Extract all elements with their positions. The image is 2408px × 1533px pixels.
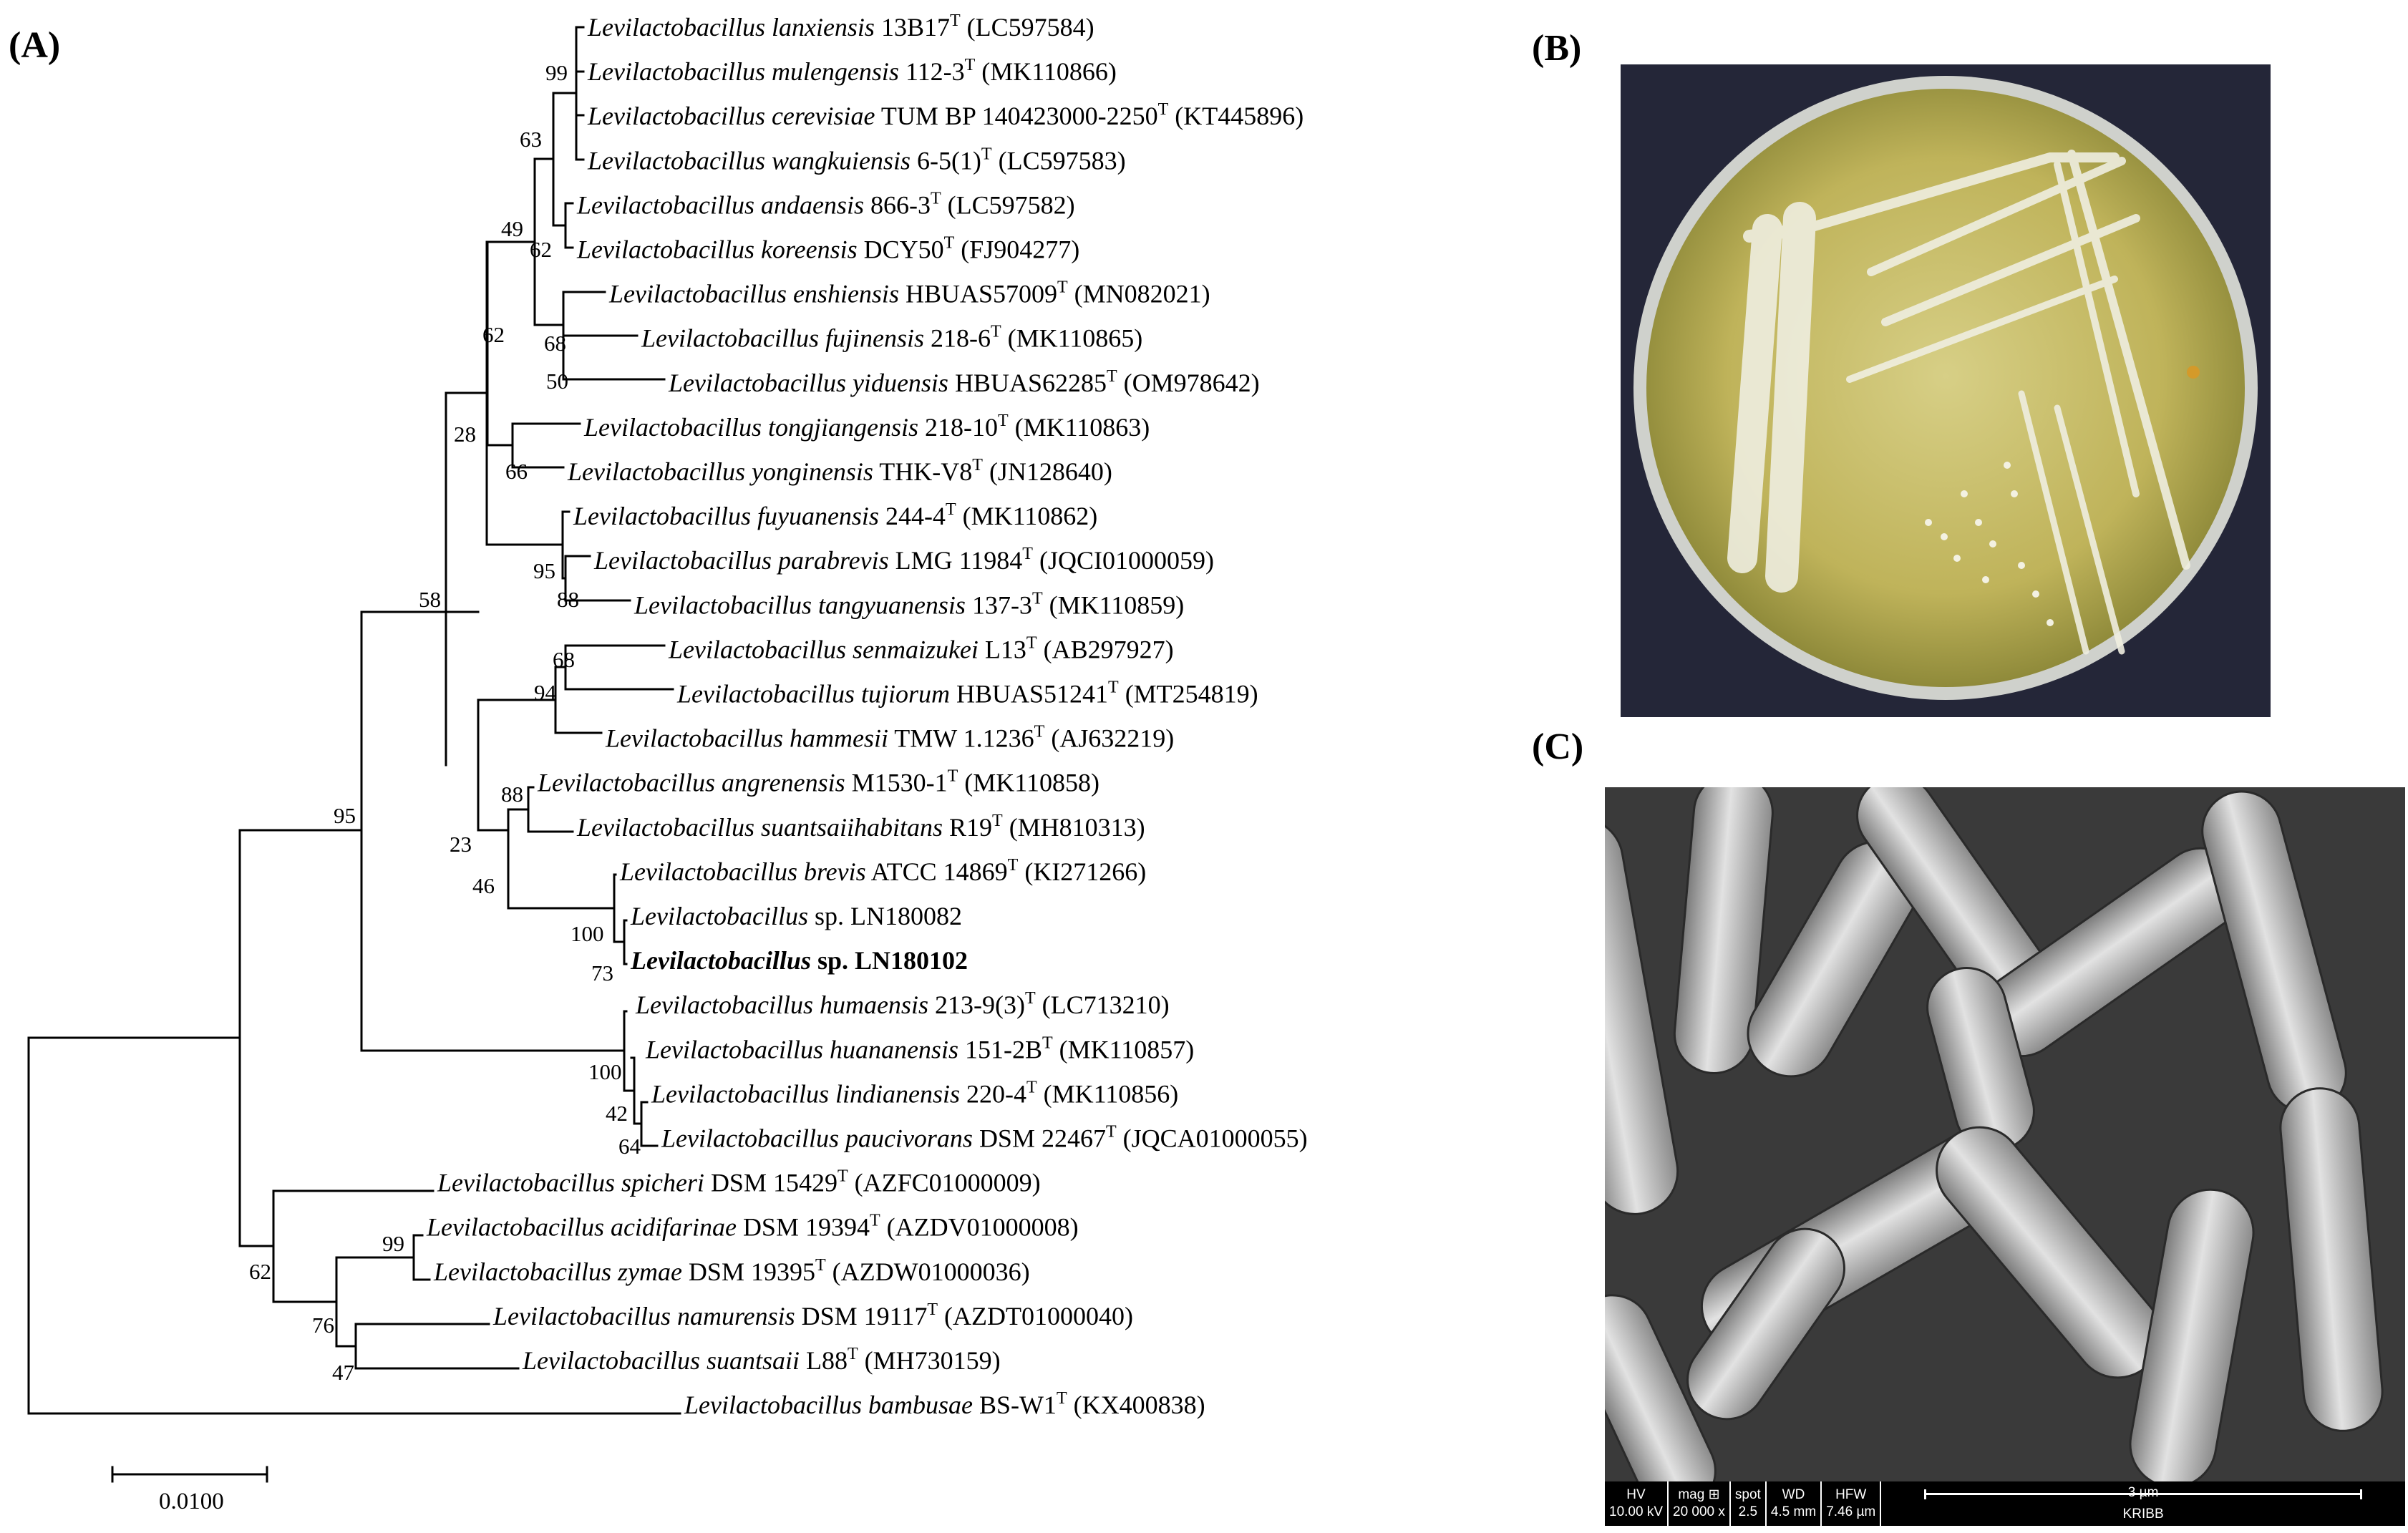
- taxon-label: Levilactobacillus tangyuanensis 137-3T (…: [633, 589, 1184, 619]
- taxon-label: Levilactobacillus lanxiensis 13B17T (LC5…: [587, 11, 1094, 42]
- bootstrap-value: 50: [546, 369, 568, 394]
- taxon-label: Levilactobacillus wangkuiensis 6-5(1)T (…: [587, 145, 1126, 175]
- bootstrap-value: 49: [501, 216, 523, 241]
- bootstrap-value: 47: [332, 1360, 354, 1385]
- bootstrap-value: 62: [249, 1259, 271, 1284]
- bootstrap-value: 95: [533, 558, 555, 583]
- bootstrap-value: 46: [472, 873, 495, 898]
- taxon-label: Levilactobacillus tongjiangensis 218-10T…: [583, 412, 1150, 442]
- taxon-label: Levilactobacillus acidifarinae DSM 19394…: [426, 1212, 1079, 1242]
- tree-branches: [27, 26, 681, 1415]
- bootstrap-value: 58: [419, 587, 441, 612]
- bootstrap-value: 76: [312, 1313, 334, 1338]
- bootstrap-value: 94: [534, 680, 557, 705]
- sem-wd: WD 4.5 mm: [1767, 1481, 1822, 1526]
- taxon-label: Levilactobacillus fujinensis 218-6T (MK1…: [641, 323, 1142, 353]
- sem-info-bar: HV 10.00 kV mag ⊞ 20 000 x spot 2.5 WD 4…: [1605, 1481, 2405, 1526]
- bootstrap-value: 99: [382, 1231, 404, 1256]
- bootstrap-value: 62: [530, 237, 552, 262]
- agar-plate-photo: [1621, 64, 2271, 717]
- scale-bar: [111, 1466, 268, 1483]
- bootstrap-value: 64: [618, 1134, 641, 1159]
- sem-hfw: HFW 7.46 µm: [1822, 1481, 1882, 1526]
- taxon-label: Levilactobacillus namurensis DSM 19117T …: [492, 1300, 1133, 1330]
- sem-scale-bar: 3 µm KRIBB: [1881, 1481, 2405, 1526]
- taxon-label: Levilactobacillus paucivorans DSM 22467T…: [661, 1123, 1308, 1153]
- taxon-label: Levilactobacillus spicheri DSM 15429T (A…: [437, 1167, 1041, 1197]
- panel-label-c: (C): [1532, 726, 1583, 767]
- taxon-label: Levilactobacillus enshiensis HBUAS57009T…: [608, 278, 1210, 308]
- bootstrap-value: 68: [553, 647, 575, 672]
- bootstrap-value: 66: [505, 459, 528, 484]
- panel-label-a: (A): [9, 25, 60, 66]
- taxon-label: Levilactobacillus koreensis DCY50T (FJ90…: [576, 234, 1079, 264]
- taxon-label: Levilactobacillus tujiorum HBUAS51241T (…: [676, 678, 1258, 709]
- taxon-label: Levilactobacillus mulengensis 112-3T (MK…: [587, 56, 1117, 86]
- taxon-label: Levilactobacillus huananensis 151-2BT (M…: [645, 1033, 1194, 1064]
- taxon-label: Levilactobacillus sp. LN180102: [630, 946, 968, 975]
- bootstrap-value: 42: [606, 1101, 628, 1126]
- bootstrap-value: 28: [454, 422, 476, 447]
- taxon-label: Levilactobacillus hammesii TMW 1.1236T (…: [605, 723, 1174, 753]
- taxon-label: Levilactobacillus parabrevis LMG 11984T …: [593, 545, 1214, 575]
- taxon-label: Levilactobacillus humaensis 213-9(3)T (L…: [635, 989, 1170, 1019]
- sem-mag: mag ⊞ 20 000 x: [1669, 1481, 1731, 1526]
- sem-spot: spot 2.5: [1731, 1481, 1767, 1526]
- taxon-label: Levilactobacillus suantsaii L88T (MH7301…: [522, 1345, 1001, 1375]
- bootstrap-value: 100: [588, 1059, 622, 1084]
- bootstrap-value: 95: [334, 803, 356, 828]
- bootstrap-value: 73: [591, 960, 613, 986]
- bootstrap-value: 63: [520, 127, 542, 152]
- taxon-label: Levilactobacillus brevis ATCC 14869T (KI…: [619, 856, 1146, 886]
- taxon-label: Levilactobacillus cerevisiae TUM BP 1404…: [587, 100, 1303, 130]
- taxon-label: Levilactobacillus yiduensis HBUAS62285T …: [668, 367, 1260, 397]
- taxon-label: Levilactobacillus sp. LN180082: [630, 902, 962, 930]
- taxon-label: Levilactobacillus senmaizukei L13T (AB29…: [668, 633, 1174, 663]
- panel-label-b: (B): [1532, 28, 1581, 69]
- taxon-label: Levilactobacillus yonginensis THK-V8T (J…: [567, 456, 1112, 486]
- sem-micrograph: HV 10.00 kV mag ⊞ 20 000 x spot 2.5 WD 4…: [1605, 787, 2405, 1526]
- taxon-labels: Levilactobacillus lanxiensis 13B17T (LC5…: [426, 11, 1308, 1419]
- taxon-label: Levilactobacillus suantsaiihabitans R19T…: [576, 812, 1145, 842]
- bootstrap-value: 99: [545, 60, 568, 85]
- bootstrap-value: 23: [450, 832, 472, 857]
- sem-hv: HV 10.00 kV: [1605, 1481, 1669, 1526]
- scale-bar-label: 0.0100: [159, 1489, 224, 1514]
- bootstrap-value: 68: [544, 331, 566, 356]
- taxon-label: Levilactobacillus zymae DSM 19395T (AZDW…: [433, 1256, 1030, 1286]
- bootstrap-values: 9963496268506228669588586894882346100739…: [249, 60, 641, 1385]
- bootstrap-value: 88: [557, 587, 579, 612]
- taxon-label: Levilactobacillus lindianensis 220-4T (M…: [651, 1078, 1178, 1108]
- taxon-label: Levilactobacillus fuyuanensis 244-4T (MK…: [573, 500, 1097, 530]
- taxon-label: Levilactobacillus andaensis 866-3T (LC59…: [576, 189, 1075, 219]
- bootstrap-value: 62: [482, 322, 505, 347]
- bootstrap-value: 100: [571, 921, 604, 946]
- taxon-label: Levilactobacillus angrenensis M1530-1T (…: [537, 767, 1099, 797]
- bootstrap-value: 88: [501, 782, 523, 807]
- taxon-label: Levilactobacillus bambusae BS-W1T (KX400…: [684, 1389, 1205, 1419]
